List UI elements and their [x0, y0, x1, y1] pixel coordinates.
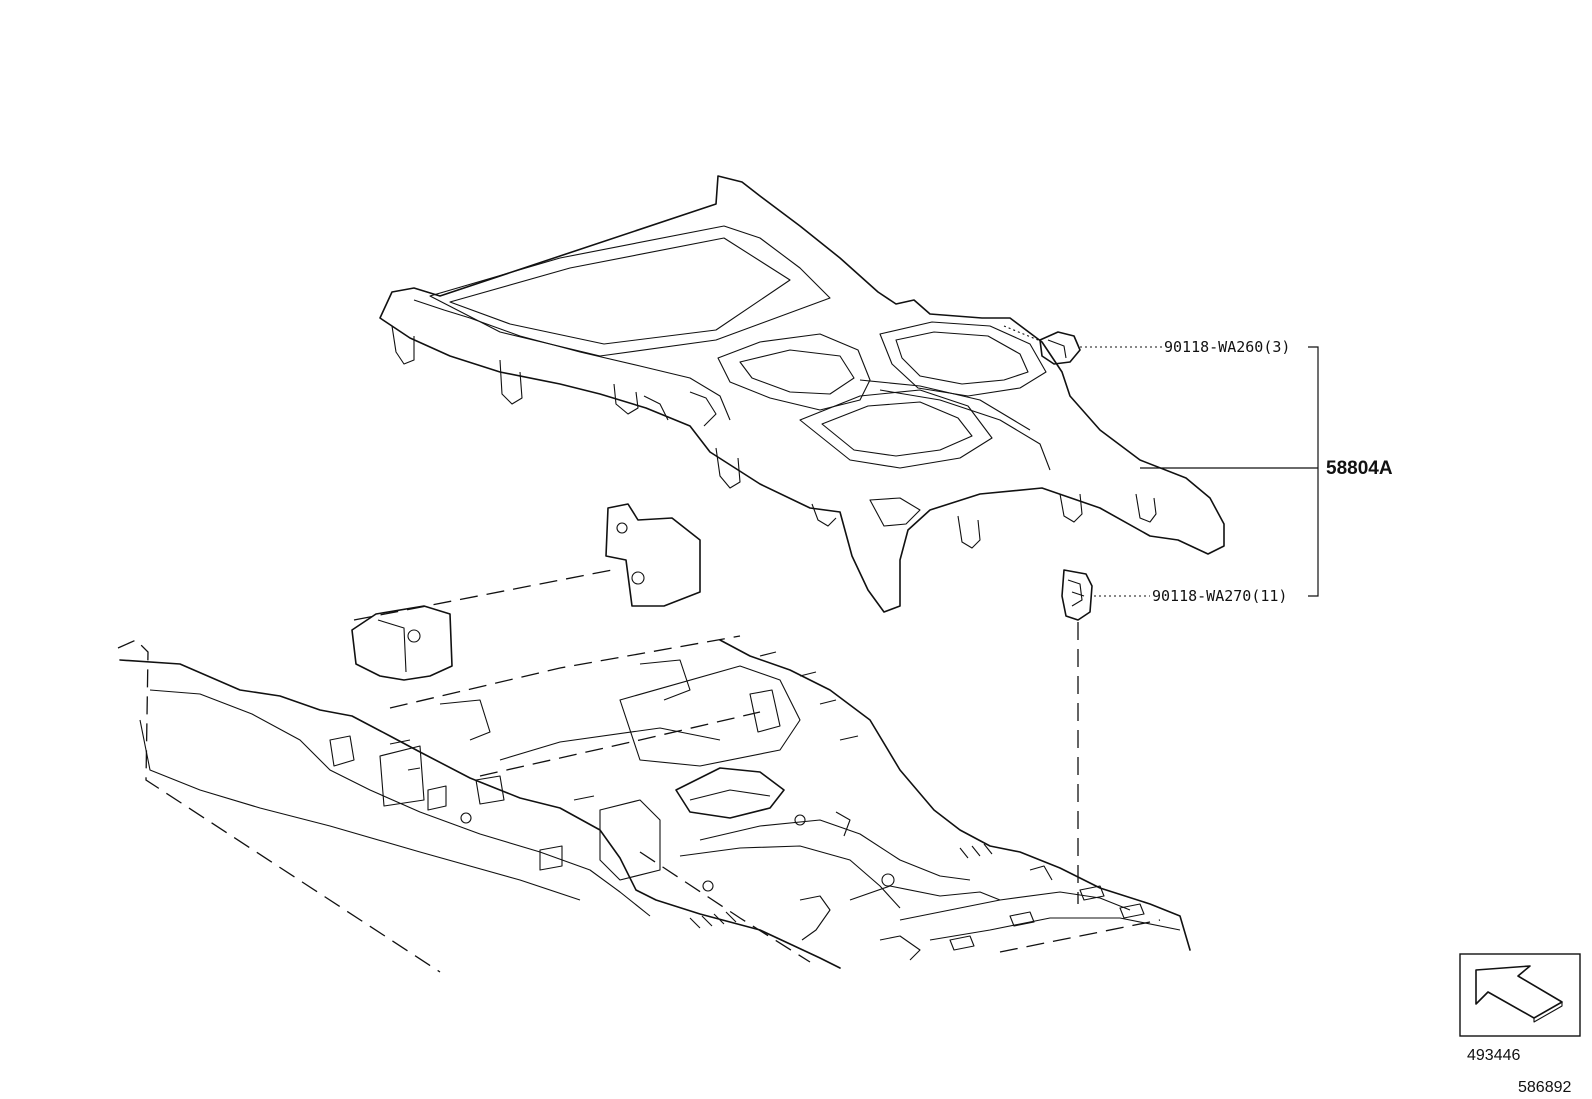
- part-label-90118-wa260[interactable]: 90118-WA260(3): [1164, 338, 1290, 356]
- clip-wa270[interactable]: [1061, 569, 1093, 904]
- sheet-number: 586892: [1518, 1079, 1571, 1096]
- clip-wa260[interactable]: [1003, 325, 1081, 365]
- part-label-58804a[interactable]: 58804A: [1326, 458, 1393, 479]
- leader-lines: [1080, 346, 1319, 597]
- console-upper-panel[interactable]: [379, 175, 1225, 613]
- front-direction-box: [1459, 953, 1581, 1037]
- front-direction-arrow-icon: [1475, 965, 1563, 1023]
- part-label-90118-wa270[interactable]: 90118-WA270(11): [1152, 587, 1287, 605]
- illustration-number: 493446: [1467, 1047, 1520, 1064]
- console-lower-body: [117, 503, 1191, 973]
